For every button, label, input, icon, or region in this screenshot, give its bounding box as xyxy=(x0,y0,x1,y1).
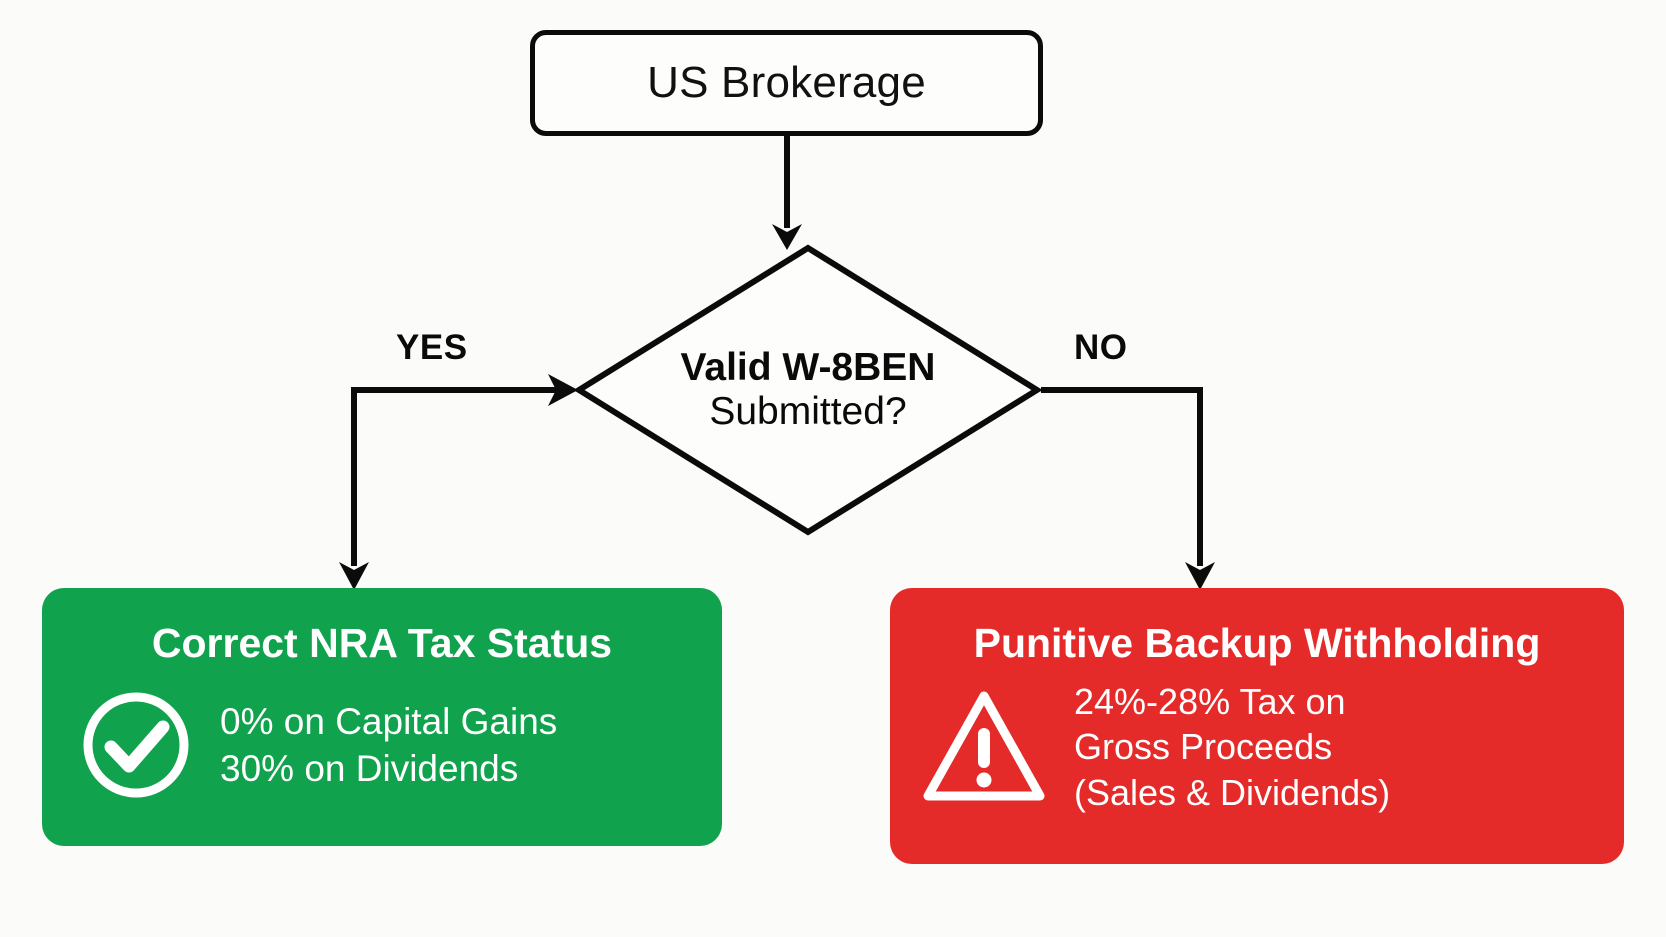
outcome-success-lines: 0% on Capital Gains 30% on Dividends xyxy=(220,698,557,793)
node-us-brokerage[interactable]: US Brokerage xyxy=(530,30,1043,136)
outcome-danger-line-2: Gross Proceeds xyxy=(1074,726,1333,768)
outcome-success-body: 0% on Capital Gains 30% on Dividends xyxy=(42,687,722,803)
decision-line-1: Valid W-8BEN xyxy=(680,346,936,390)
outcome-danger-title: Punitive Backup Withholding xyxy=(973,620,1541,666)
diamond-shape xyxy=(575,244,1041,536)
edge-no-to-danger xyxy=(1041,387,1215,590)
branch-label-yes: YES xyxy=(396,328,468,367)
outcome-danger-line-3: (Sales & Dividends) xyxy=(1074,771,1391,813)
outcome-success-line-2: 30% on Dividends xyxy=(220,748,519,789)
decision-text-block: Valid W-8BEN Submitted? xyxy=(575,244,1041,536)
outcome-card-danger[interactable]: Punitive Backup Withholding 24%-28% Tax … xyxy=(890,588,1624,864)
outcome-success-line-1: 0% on Capital Gains xyxy=(220,700,558,742)
outcome-danger-lines: 24%-28% Tax on Gross Proceeds (Sales & D… xyxy=(1074,679,1390,815)
warning-triangle-icon xyxy=(920,686,1048,808)
outcome-danger-line-1: 24%-28% Tax on xyxy=(1074,681,1346,722)
outcome-card-success[interactable]: Correct NRA Tax Status 0% on Capital Gai… xyxy=(42,588,722,846)
node-us-brokerage-label: US Brokerage xyxy=(647,58,926,107)
edge-yes-to-success xyxy=(339,374,578,590)
check-circle-icon xyxy=(78,687,194,803)
decision-line-2: Submitted? xyxy=(709,390,907,433)
outcome-success-title: Correct NRA Tax Status xyxy=(151,620,613,666)
node-decision-valid-w8ben[interactable]: Valid W-8BEN Submitted? xyxy=(575,244,1041,536)
branch-label-no: NO xyxy=(1074,328,1128,367)
edge-brokerage-to-decision xyxy=(772,136,802,250)
outcome-danger-body: 24%-28% Tax on Gross Proceeds (Sales & D… xyxy=(890,679,1624,815)
